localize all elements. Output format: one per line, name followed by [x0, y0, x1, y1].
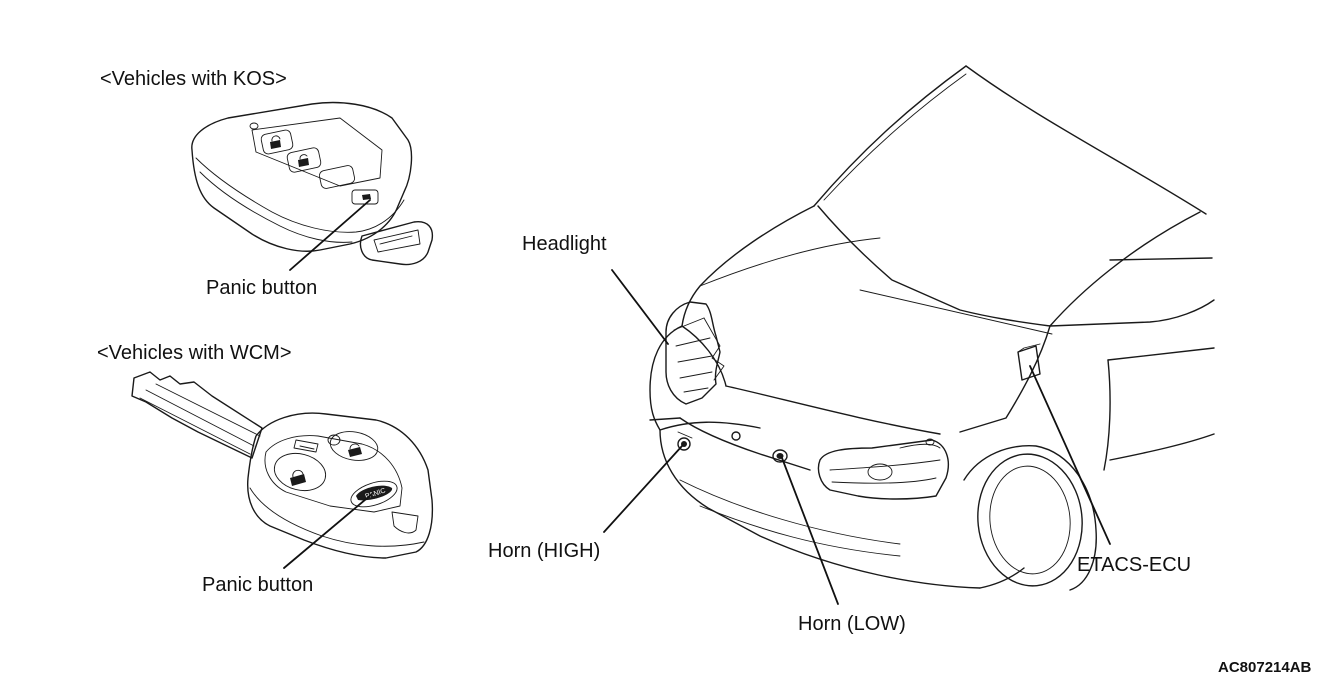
wcm-panic-button-label: Panic button: [202, 574, 314, 596]
wcm-key: PANIC: [131, 371, 434, 559]
horn-low-label: Horn (LOW): [798, 613, 906, 635]
car-front-outline: [649, 65, 1215, 591]
kos-panic-leader: [289, 199, 371, 271]
horn-high-leader: [603, 445, 683, 533]
etacs-ecu-part: [1017, 343, 1041, 381]
horn-high-label: Horn (HIGH): [488, 540, 601, 562]
kos-key-fob: [191, 101, 434, 266]
horn-low-leader: [781, 457, 839, 605]
etacs-ecu-leader: [1029, 365, 1111, 545]
wcm-section-heading: <Vehicles with WCM>: [97, 342, 292, 364]
headlight-unit: [665, 301, 725, 405]
etacs-ecu-label: ETACS-ECU: [1077, 554, 1192, 576]
wcm-panic-leader: [283, 493, 373, 569]
headlight-leader: [611, 269, 669, 345]
headlight-right: [817, 438, 950, 500]
headlight-label: Headlight: [522, 233, 607, 255]
kos-panic-button-label: Panic button: [206, 277, 318, 299]
figure-code: AC807214AB: [1218, 659, 1312, 676]
kos-section-heading: <Vehicles with KOS>: [100, 68, 287, 90]
